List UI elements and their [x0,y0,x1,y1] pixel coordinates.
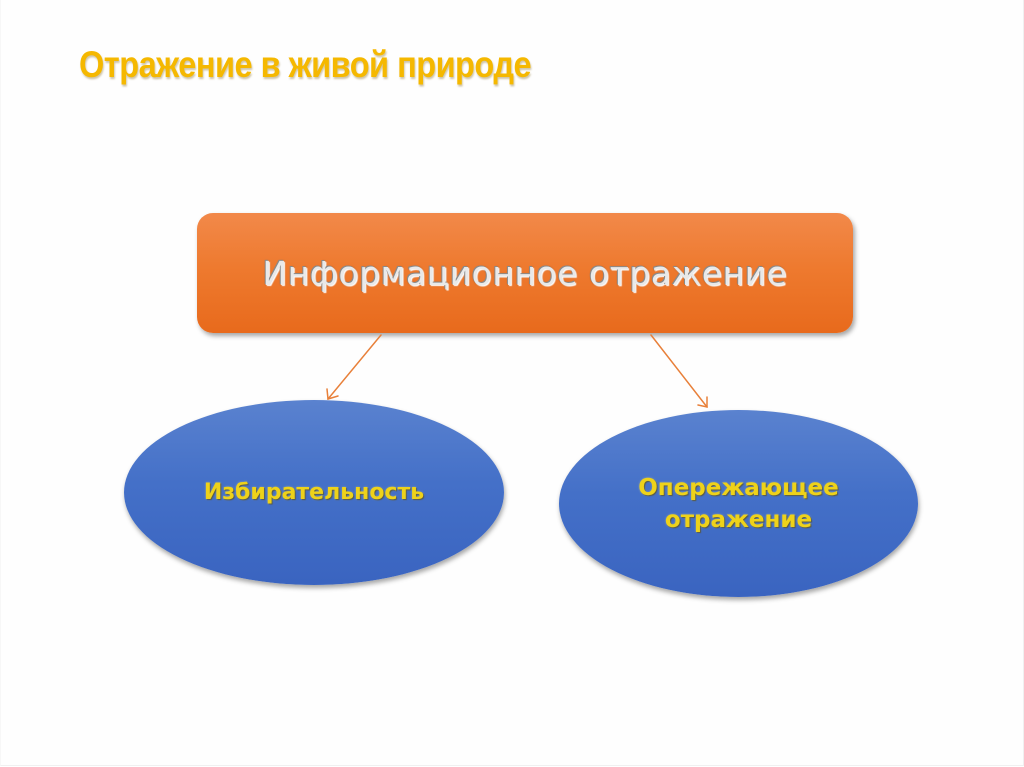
root-node-information-reflection: Информационное отражение [197,213,853,333]
arrow-to-anticipatory-reflection-icon [650,334,708,408]
child-node-label: Избирательность [203,479,425,505]
child-node-label: Опережающее отражение [638,474,839,533]
arrow-to-selectivity-icon [326,334,382,400]
child-node-anticipatory-reflection: Опережающее отражение [559,410,918,597]
slide-title: Отражение в живой природе [79,44,532,85]
root-node-label: Информационное отражение [262,253,788,293]
child-node-selectivity: Избирательность [124,400,504,585]
